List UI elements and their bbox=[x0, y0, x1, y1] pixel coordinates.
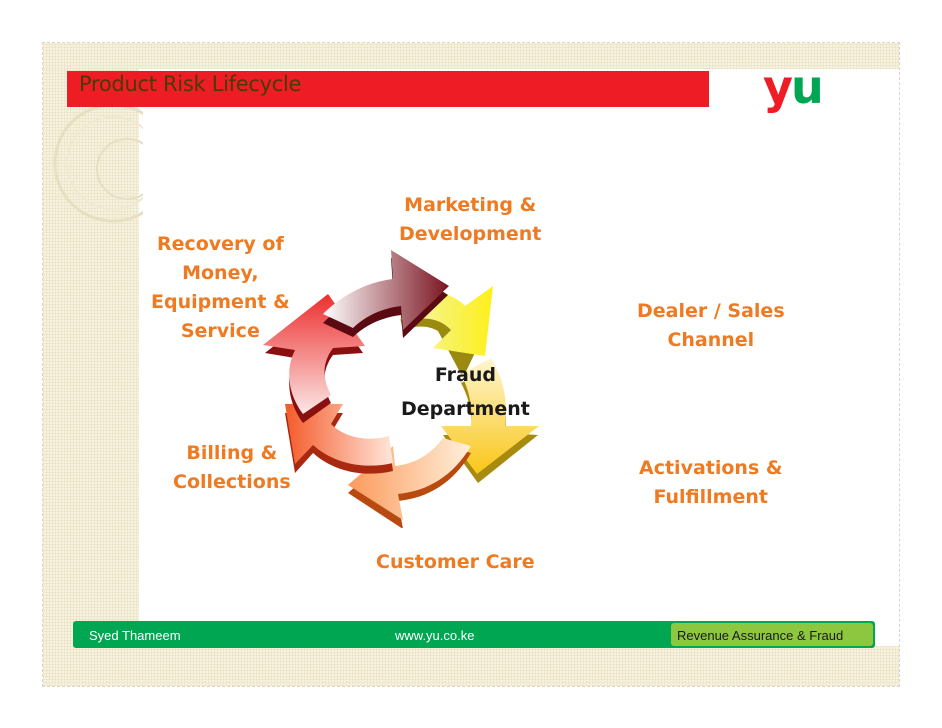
svg-text:u: u bbox=[791, 61, 821, 114]
stage-dealer-label: Dealer / Sales Channel bbox=[637, 300, 785, 351]
left-texture-band bbox=[43, 43, 139, 686]
center-fraud-department-label: Fraud Department bbox=[401, 364, 530, 420]
stage-billing-label: Billing & Collections bbox=[173, 442, 291, 493]
footer-author: Syed Thameem bbox=[89, 628, 181, 643]
top-texture-band bbox=[43, 43, 899, 69]
arrow-top-left-maroon bbox=[323, 250, 449, 338]
footer-department: Revenue Assurance & Fraud bbox=[677, 628, 844, 643]
bottom-texture-band bbox=[43, 646, 899, 686]
slide: Product Risk Lifecycle y u bbox=[42, 42, 900, 687]
stage-customer-care-label: Customer Care bbox=[376, 551, 535, 573]
svg-text:y: y bbox=[763, 61, 793, 114]
stage-recovery-label: Recovery of Money, Equipment & Service bbox=[151, 233, 290, 342]
title-bar bbox=[67, 71, 709, 107]
yu-logo: y u bbox=[763, 61, 824, 114]
stage-activations-label: Activations & Fulfillment bbox=[639, 457, 783, 508]
page-title: Product Risk Lifecycle bbox=[79, 72, 302, 96]
footer-department-box bbox=[671, 623, 873, 646]
lifecycle-diagram bbox=[263, 250, 539, 528]
arrow-bottom-left-redorange bbox=[285, 404, 393, 474]
footer-website: www.yu.co.ke bbox=[395, 628, 475, 643]
stage-marketing-label: Marketing & Development bbox=[399, 194, 542, 245]
decorative-circles bbox=[53, 103, 143, 223]
